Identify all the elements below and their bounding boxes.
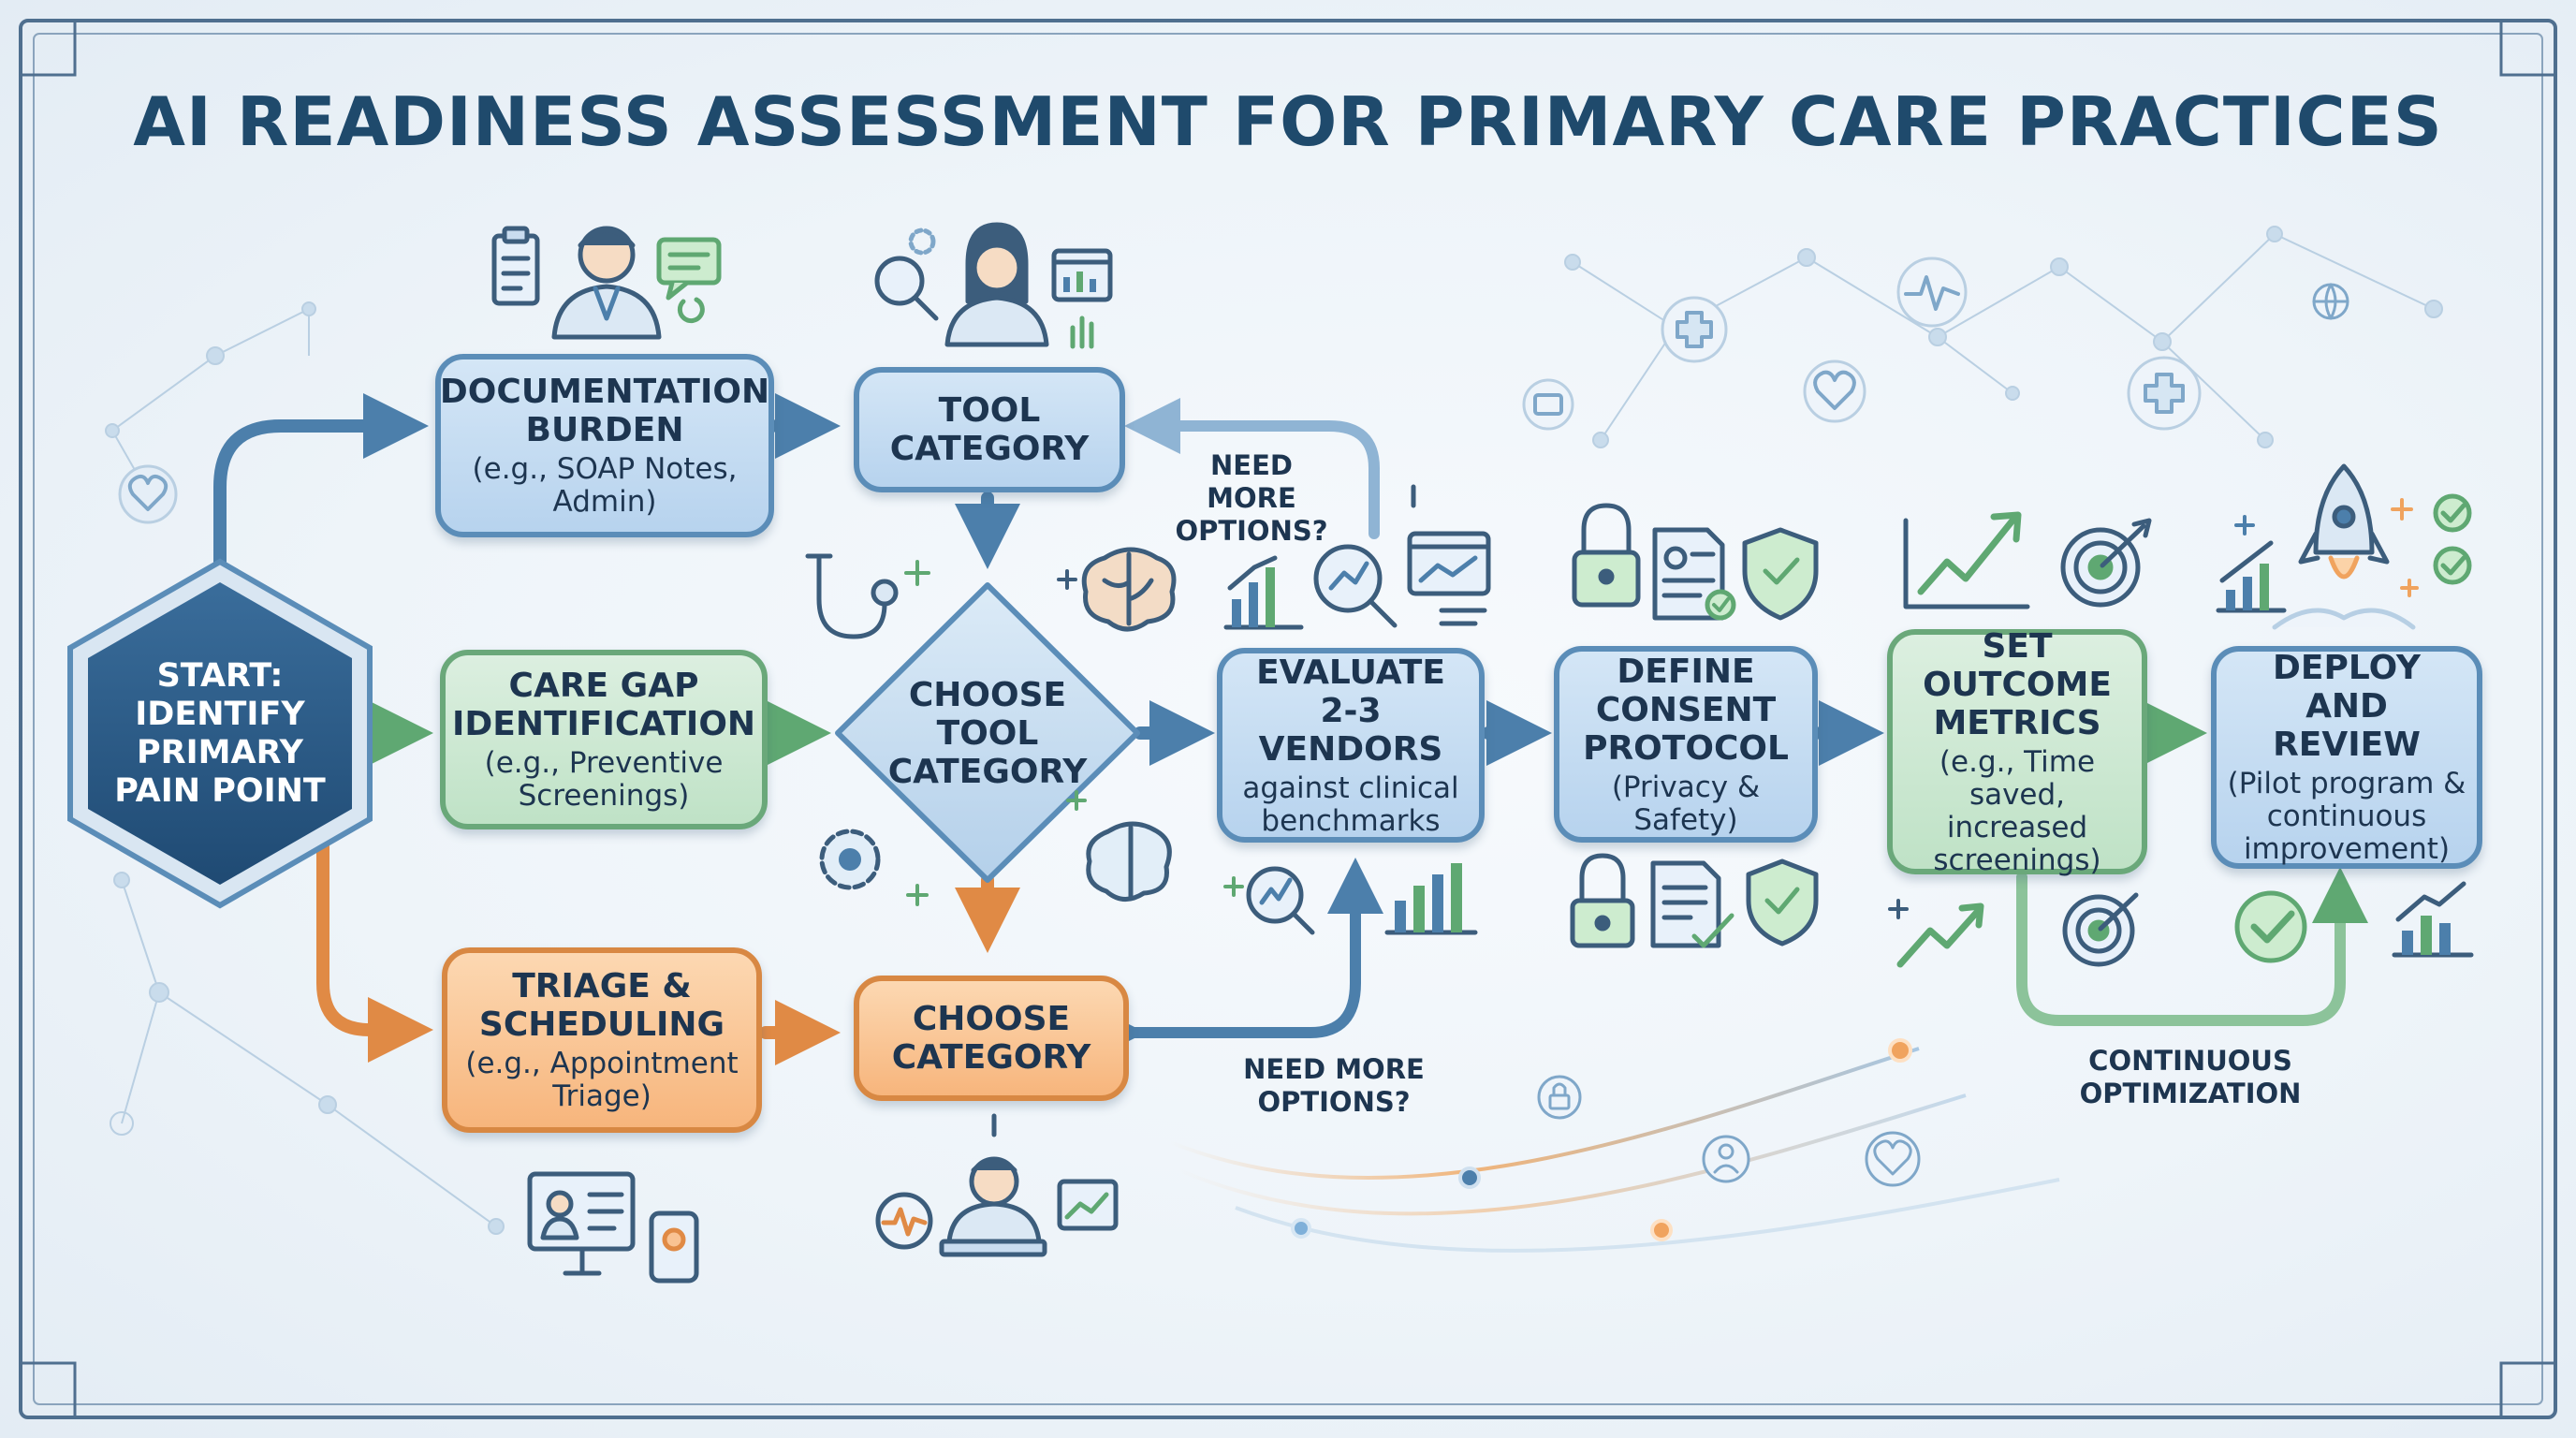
physician-monitor-icon <box>875 1113 1119 1257</box>
target-icon <box>2060 518 2152 608</box>
decision-diamond <box>835 582 1140 883</box>
brain-alt-icon <box>1086 821 1172 902</box>
document-check-icon <box>1650 860 1734 948</box>
decorative-frame <box>19 19 2557 1419</box>
brain-icon <box>1081 547 1177 632</box>
id-document-icon <box>1652 527 1736 621</box>
heart-monitor-icon <box>1803 360 1866 423</box>
heartbeat-icon <box>1896 257 1968 328</box>
tool-category-title: TOOL CATEGORY <box>889 391 1090 468</box>
doctor-icon <box>551 226 662 340</box>
deploy-review-box[interactable]: DEPLOY AND REVIEW (Pilot program & conti… <box>2211 646 2482 869</box>
bar-chart-icon <box>1223 555 1304 630</box>
medical-cross-icon <box>1661 296 1728 363</box>
consent-title: DEFINE CONSENT PROTOCOL <box>1583 652 1789 768</box>
choose-category-box[interactable]: CHOOSE CATEGORY <box>854 976 1129 1101</box>
tool-category-box[interactable]: TOOL CATEGORY <box>854 367 1125 492</box>
deploy-title: DEPLOY AND REVIEW <box>2273 649 2421 764</box>
consent-protocol-box[interactable]: DEFINE CONSENT PROTOCOL (Privacy & Safet… <box>1554 646 1818 843</box>
loop-continuous-optimization <box>2016 867 2368 1026</box>
checkmark-icon <box>2391 493 2472 597</box>
trend-search-icon <box>1223 866 1315 935</box>
clipboard-icon <box>491 226 540 306</box>
connectors <box>213 393 2368 1065</box>
evaluate-subtitle: against clinical benchmarks <box>1242 770 1459 838</box>
network-decoration <box>105 226 2443 1235</box>
need-more-options-bottom-label: NEED MORE OPTIONS? <box>1243 1053 1425 1118</box>
metrics-subtitle: (e.g., Time saved, increased screenings) <box>1933 744 2101 877</box>
care-gap-box[interactable]: CARE GAP IDENTIFICATION (e.g., Preventiv… <box>440 650 768 829</box>
triage-box[interactable]: TRIAGE & SCHEDULING (e.g., Appointment T… <box>442 947 762 1133</box>
trend-arrow-icon <box>1888 899 1984 968</box>
heart-icon <box>118 464 178 524</box>
loop-need-more-bottom <box>1090 858 1383 1061</box>
documentation-subtitle: (e.g., SOAP Notes, Admin) <box>472 452 738 519</box>
telehealth-icon <box>527 1171 699 1284</box>
wave-decoration <box>1169 1038 2060 1253</box>
checkmark-large-icon <box>2234 890 2307 963</box>
choose-tool-category-label: CHOOSE TOOL CATEGORY <box>887 675 1088 791</box>
start-label: START: IDENTIFY PRIMARY PAIN POINT <box>114 657 326 810</box>
bar-chart-up-icon <box>2216 515 2287 613</box>
shield-check-icon <box>1742 527 1819 621</box>
continuous-optimization-label: CONTINUOUS OPTIMIZATION <box>2079 1045 2302 1109</box>
care-gap-title: CARE GAP IDENTIFICATION <box>451 667 756 743</box>
bottom-small-icons <box>1537 1075 1921 1187</box>
female-doctor-icon <box>908 222 1049 347</box>
choose-category-title: CHOOSE CATEGORY <box>891 1000 1091 1077</box>
rocket-icon <box>2272 463 2416 630</box>
care-gap-subtitle: (e.g., Preventive Screenings) <box>484 746 724 813</box>
arrow-start-to-documentation <box>213 393 429 587</box>
lock-icon <box>1572 503 1641 608</box>
globe-icon <box>2312 283 2349 320</box>
trend-chart-icon <box>1903 511 2030 609</box>
choose-tool-category-decision[interactable]: CHOOSE TOOL CATEGORY <box>875 655 1100 811</box>
lock-alt-icon <box>1570 853 1635 948</box>
bar-chart-small-icon <box>1384 863 1478 935</box>
chat-icon <box>656 237 722 324</box>
documentation-title: DOCUMENTATION BURDEN <box>439 373 770 449</box>
camera-icon <box>1522 378 1574 431</box>
page-title: AI READINESS ASSESSMENT FOR PRIMARY CARE… <box>133 82 2443 161</box>
arrow-start-to-triage <box>316 831 433 1063</box>
evaluate-title: EVALUATE 2-3 VENDORS <box>1256 653 1445 769</box>
chart-search-icon <box>1313 544 1398 628</box>
consent-subtitle: (Privacy & Safety) <box>1611 770 1761 837</box>
triage-title: TRIAGE & SCHEDULING <box>478 967 725 1044</box>
medical-cross-alt-icon <box>2127 356 2202 431</box>
stethoscope-icon <box>805 553 899 639</box>
deploy-subtitle: (Pilot program & continuous improvement) <box>2227 767 2466 866</box>
target-alt-icon <box>2062 892 2139 967</box>
need-more-options-top-label: NEED MORE OPTIONS? <box>1175 449 1328 547</box>
start-hexagon <box>67 558 373 909</box>
start-node[interactable]: START: IDENTIFY PRIMARY PAIN POINT <box>103 627 337 841</box>
outcome-metrics-box[interactable]: SET OUTCOME METRICS (e.g., Time saved, i… <box>1887 626 2147 877</box>
metrics-title: SET OUTCOME METRICS <box>1923 626 2112 742</box>
evaluate-vendors-box[interactable]: EVALUATE 2-3 VENDORS against clinical be… <box>1217 648 1485 843</box>
documentation-burden-box[interactable]: DOCUMENTATION BURDEN (e.g., SOAP Notes, … <box>435 354 774 537</box>
magnifier-icon <box>874 256 939 321</box>
analytics-panel-icon <box>1407 484 1491 626</box>
dashboard-icon <box>1051 248 1113 349</box>
gear-brain-icon <box>819 829 881 890</box>
sparkle-decoration <box>904 560 1087 906</box>
bar-chart-deploy-icon <box>2392 881 2474 958</box>
shield-check-alt-icon <box>1746 858 1819 946</box>
loop-need-more-top <box>1124 398 1380 539</box>
triage-subtitle: (e.g., Appointment Triage) <box>465 1047 739 1113</box>
